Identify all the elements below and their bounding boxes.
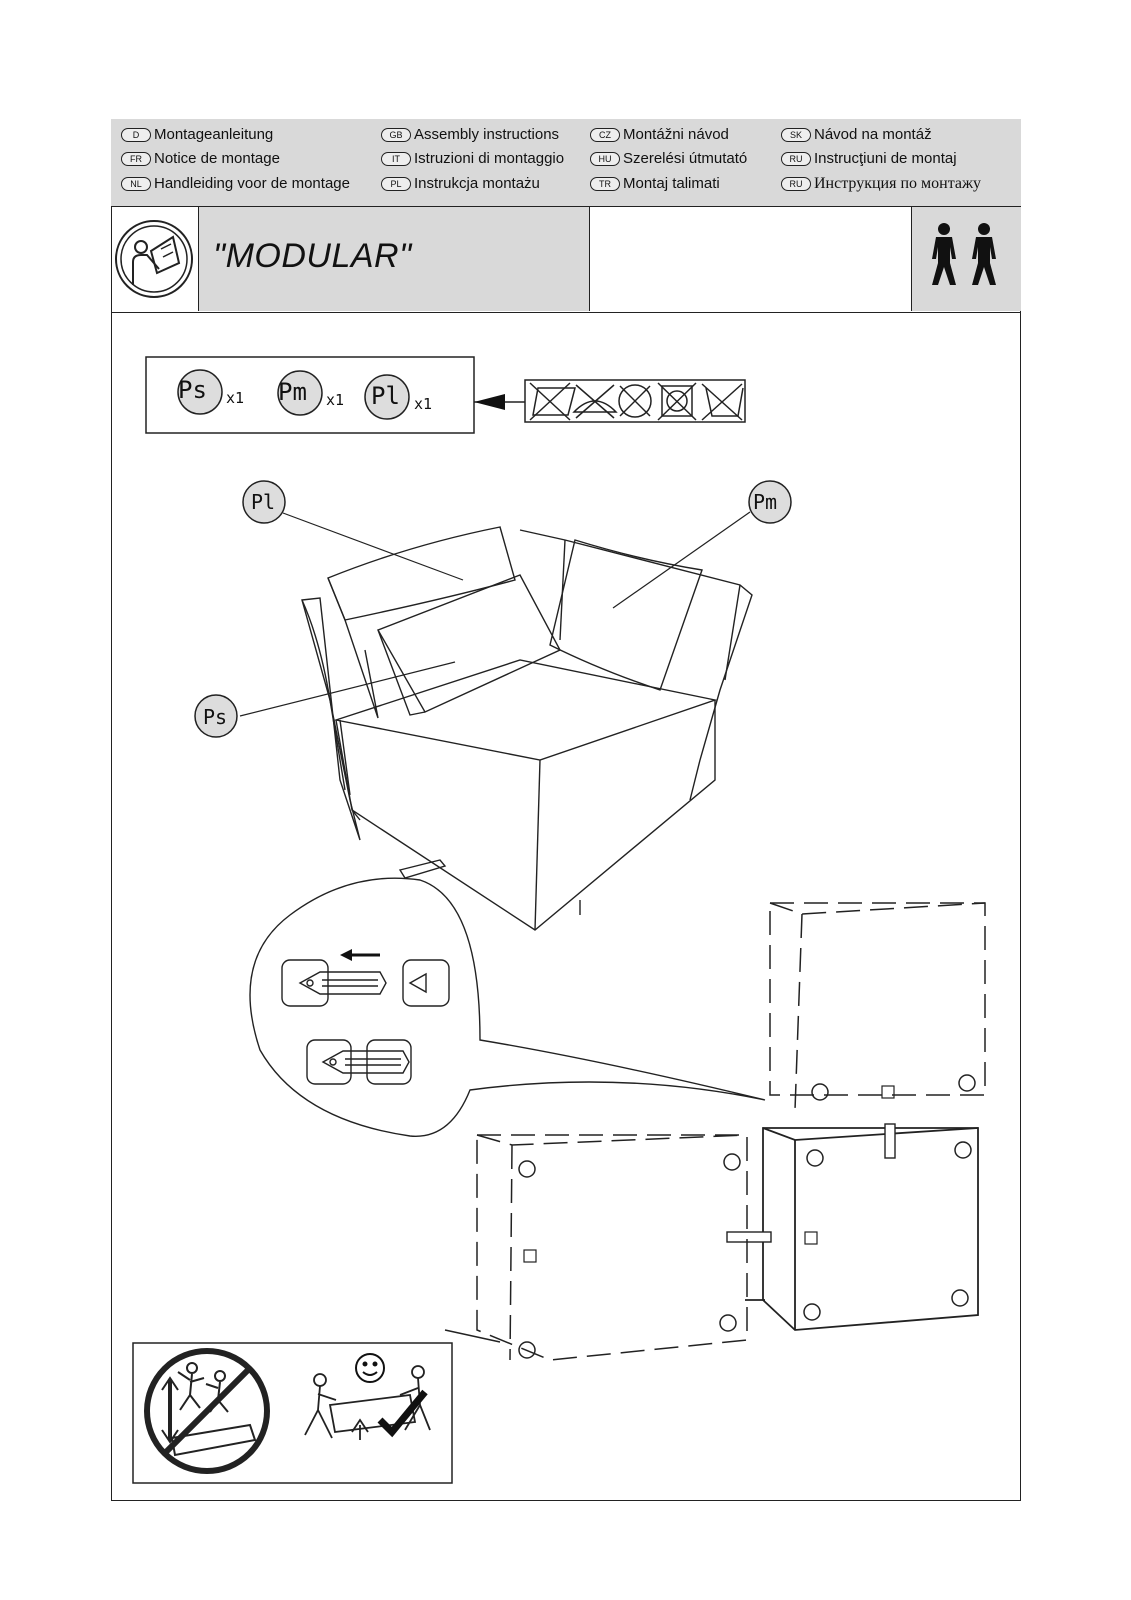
safety-warning-box [132,1342,453,1484]
part-pl-badge [364,374,410,420]
arrow-left-small-icon [340,949,352,961]
part-pl-qty: x1 [414,395,433,413]
checkmark-icon [377,1389,428,1438]
part-ps-label: Ps [178,376,207,404]
two-people-lifting-icon [304,1365,431,1440]
callout-pm-badge [748,480,792,524]
care-symbols-icon [524,379,746,423]
part-ps-qty: x1 [226,389,245,407]
title-row: "MODULAR" [111,207,1021,313]
read-manual-cell [111,207,199,311]
part-pm-badge [277,370,323,416]
part-pm-qty: x1 [326,391,345,409]
product-title: "MODULAR" [213,237,412,275]
title-cell: "MODULAR" [199,207,590,311]
sofa-module-drawing [301,526,753,931]
callout-ps-badge [194,694,238,738]
part-pl-label: Pl [371,382,400,410]
two-persons-icon [932,223,996,285]
connector-detail-callout [249,877,766,1137]
callout-pl-label: Pl [251,490,276,514]
no-jumping-icon [144,1348,270,1474]
module-box-top-dashed [769,902,986,1111]
module-box-right [745,1127,979,1331]
module-box-left-dashed [476,1134,748,1361]
smiley-icon [355,1353,385,1383]
callout-pm-label: Pm [753,490,778,514]
arrow-left-icon [474,394,505,410]
callout-pl-badge [242,480,286,524]
two-persons-cell [911,207,1021,311]
read-manual-icon [115,220,193,298]
part-ps-badge [177,369,223,415]
callout-ps-label: Ps [203,705,228,729]
part-pm-label: Pm [278,378,307,406]
